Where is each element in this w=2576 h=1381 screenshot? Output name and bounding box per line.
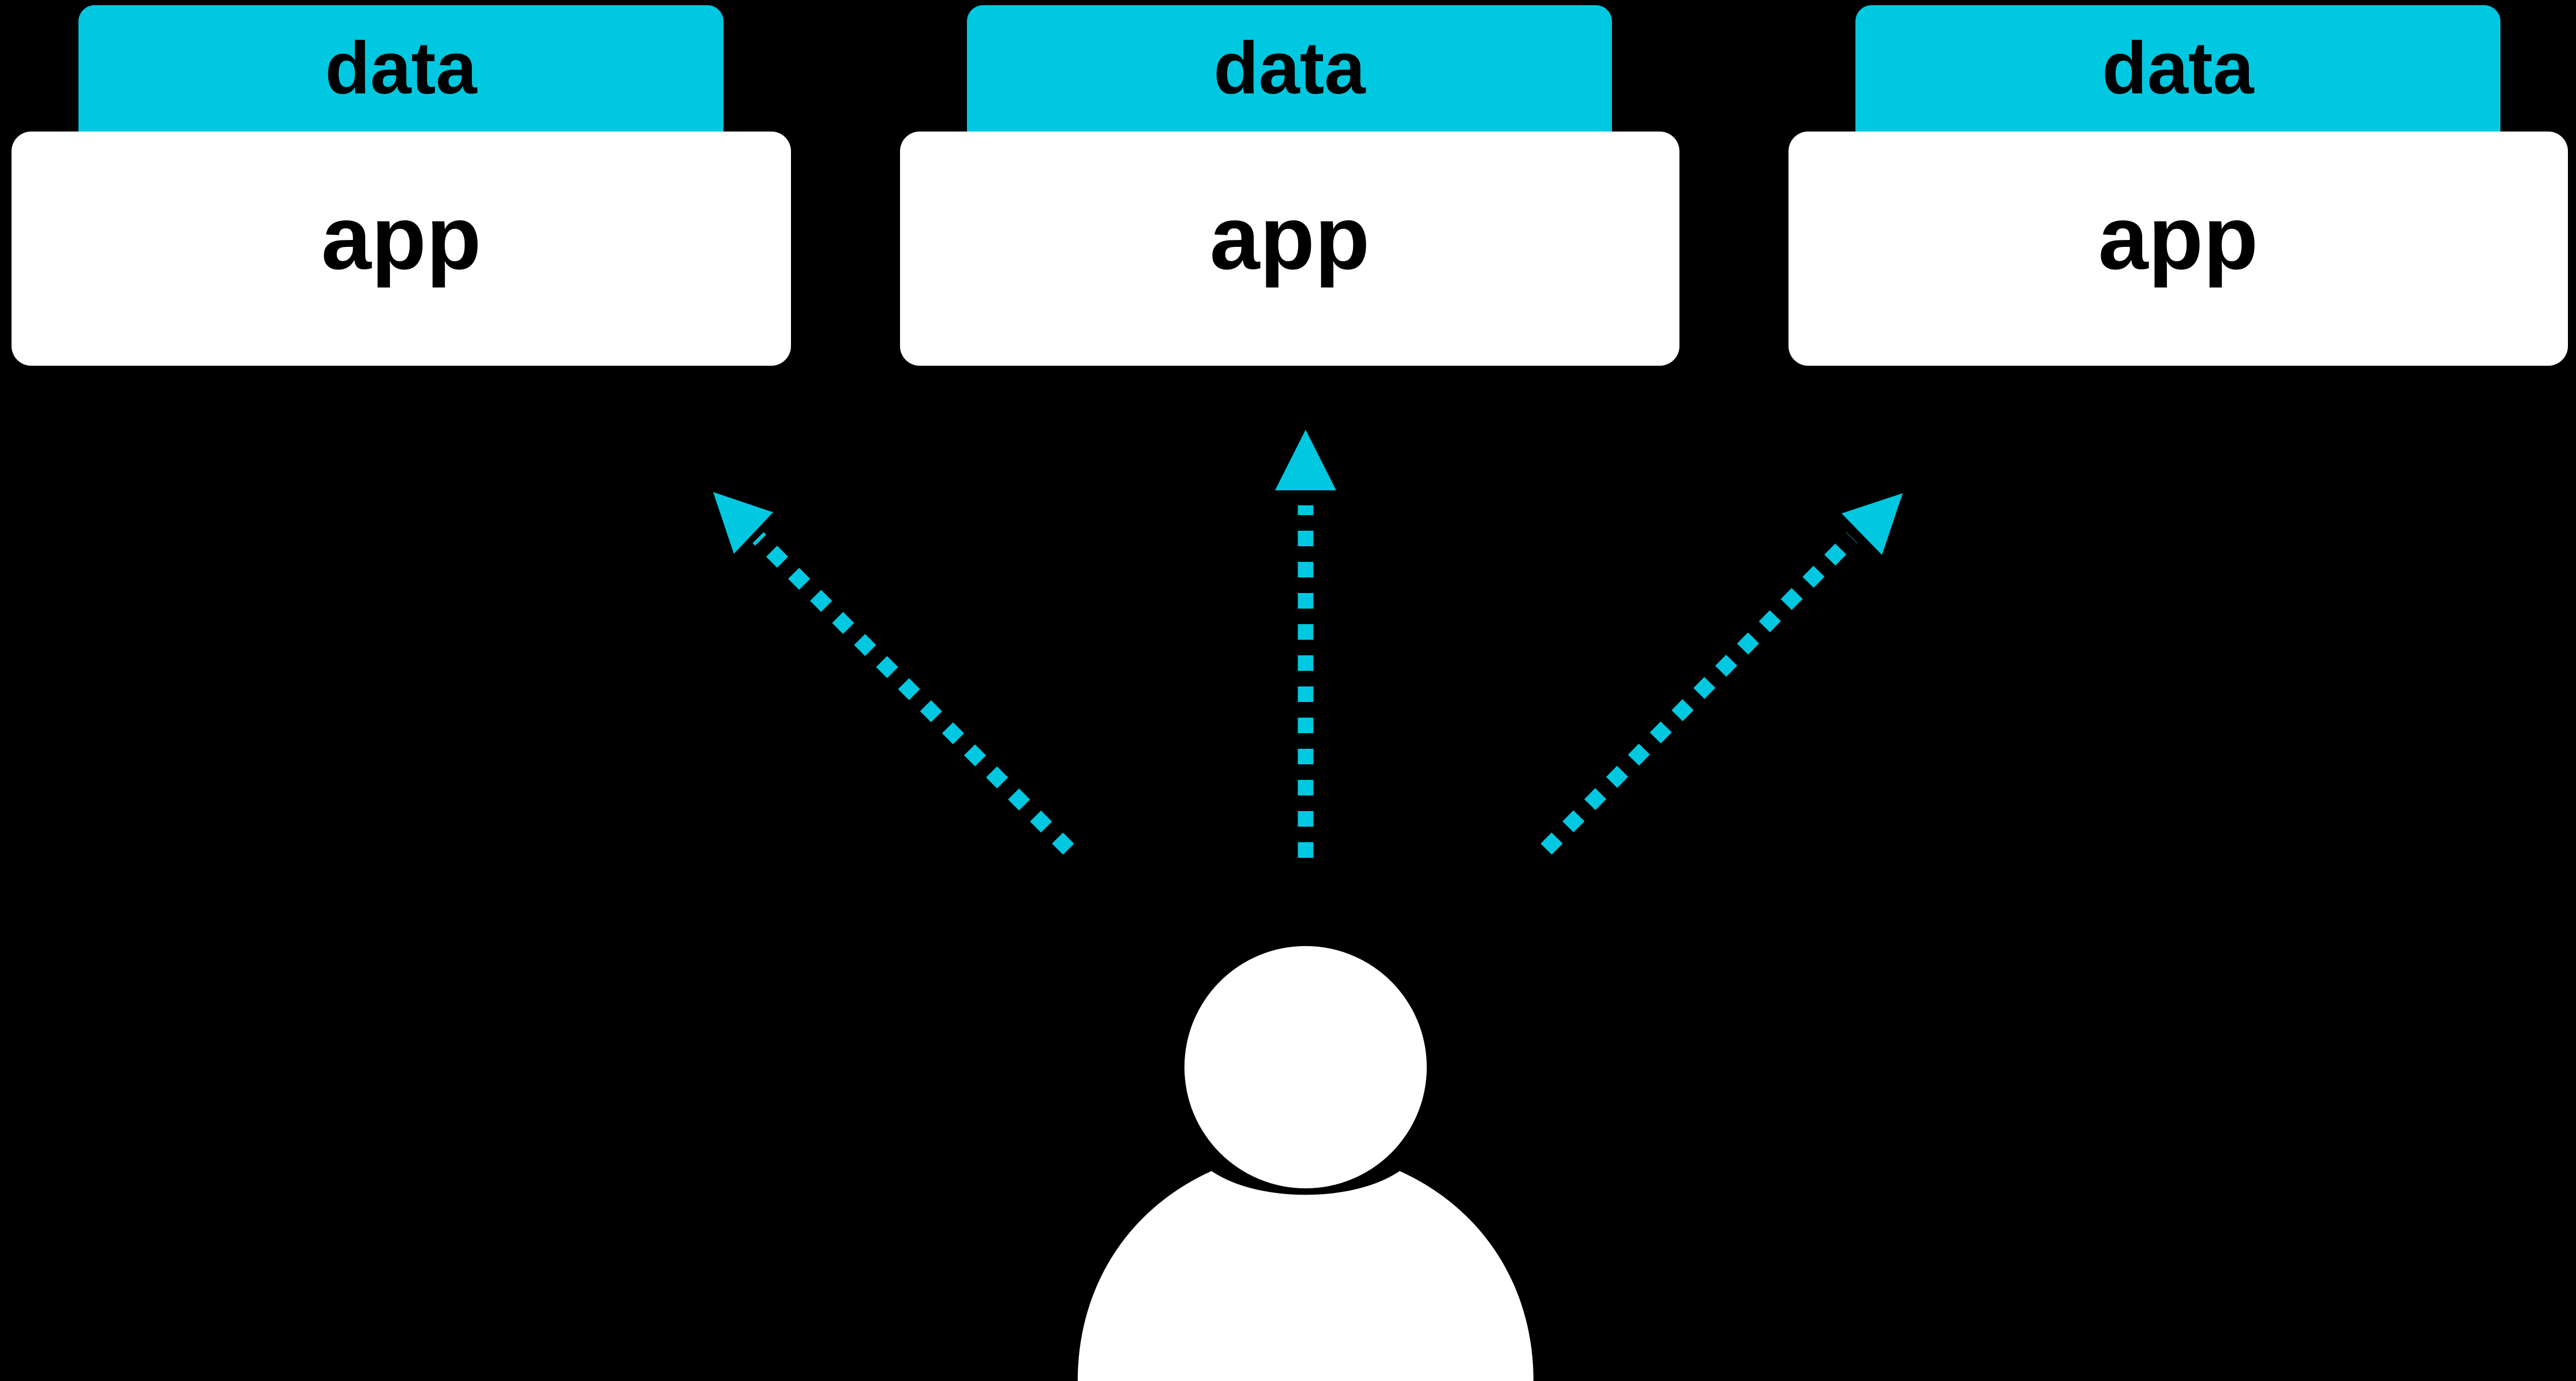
arrow-to-left-app [713, 492, 1074, 855]
app-box: app [12, 132, 791, 366]
app-box: app [1788, 132, 2568, 366]
app-unit-center: data app [900, 0, 1679, 369]
user-body [1078, 1171, 1533, 1381]
data-tab: data [1855, 5, 2500, 144]
dotted-line [1540, 532, 1858, 855]
data-tab: data [78, 5, 723, 144]
arrowhead-icon [713, 492, 773, 554]
arrow-to-right-app [1540, 493, 1903, 855]
arrow-to-center-app [1275, 430, 1336, 858]
dotted-line [752, 532, 1074, 855]
app-unit-left: data app [12, 0, 791, 369]
data-tab: data [967, 5, 1612, 144]
app-box: app [900, 132, 1679, 366]
arrowhead-icon [1275, 430, 1336, 490]
user-icon [1078, 946, 1533, 1381]
user-head [1184, 946, 1427, 1188]
app-unit-right: data app [1788, 0, 2568, 369]
arrowhead-icon [1842, 493, 1903, 555]
